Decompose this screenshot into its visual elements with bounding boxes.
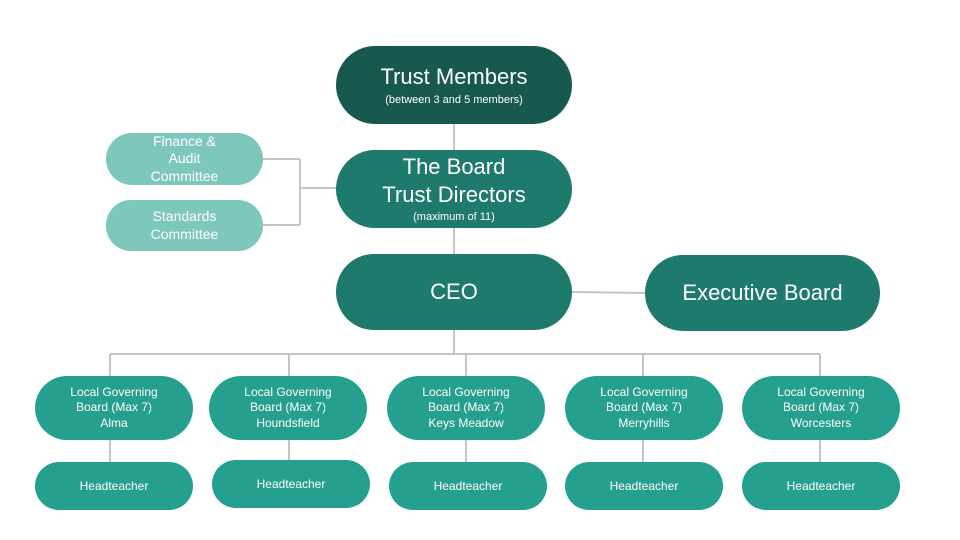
lgb-line2: Board (Max 7) <box>427 400 505 415</box>
lgb-line1: Local Governing <box>600 384 688 399</box>
headteacher-label: Headteacher <box>433 478 503 493</box>
finance-line1: Finance & <box>152 132 217 149</box>
lgb-school-name: Houndsfield <box>256 415 320 430</box>
lgb-line1: Local Governing <box>70 384 158 399</box>
standards-committee-node: Standards Committee <box>106 200 263 251</box>
headteacher-node-houndsfield: Headteacher <box>212 460 370 508</box>
finance-audit-committee-node: Finance & Audit Committee <box>106 133 263 185</box>
headteacher-label: Headteacher <box>786 478 856 493</box>
board-node: The Board Trust Directors (maximum of 11… <box>336 150 572 228</box>
headteacher-node-alma: Headteacher <box>35 462 193 510</box>
standards-line2: Committee <box>150 225 219 242</box>
trust-members-title: Trust Members <box>380 64 528 90</box>
finance-line3: Committee <box>150 167 219 184</box>
headteacher-node-worcesters: Headteacher <box>742 462 900 510</box>
lgb-line2: Board (Max 7) <box>75 400 153 415</box>
lgb-line1: Local Governing <box>422 384 510 399</box>
ceo-node: CEO <box>336 254 572 330</box>
lgb-node-merryhills: Local Governing Board (Max 7) Merryhills <box>565 376 723 440</box>
lgb-node-keys-meadow: Local Governing Board (Max 7) Keys Meado… <box>387 376 545 440</box>
trust-members-subtitle: (between 3 and 5 members) <box>385 93 523 106</box>
headteacher-node-keys-meadow: Headteacher <box>389 462 547 510</box>
lgb-node-worcesters: Local Governing Board (Max 7) Worcesters <box>742 376 900 440</box>
lgb-node-houndsfield: Local Governing Board (Max 7) Houndsfiel… <box>209 376 367 440</box>
board-line2: Trust Directors <box>382 181 526 207</box>
lgb-line1: Local Governing <box>244 384 332 399</box>
lgb-line2: Board (Max 7) <box>249 400 327 415</box>
headteacher-label: Headteacher <box>79 478 149 493</box>
lgb-school-name: Worcesters <box>790 415 852 430</box>
lgb-node-alma: Local Governing Board (Max 7) Alma <box>35 376 193 440</box>
executive-board-node: Executive Board <box>645 255 880 331</box>
lgb-school-name: Keys Meadow <box>428 415 504 430</box>
executive-board-label: Executive Board <box>682 280 843 306</box>
headteacher-label: Headteacher <box>256 476 326 491</box>
board-subtitle: (maximum of 11) <box>413 211 495 224</box>
finance-line2: Audit <box>168 150 201 167</box>
board-line1: The Board <box>402 154 506 180</box>
lgb-line1: Local Governing <box>777 384 865 399</box>
ceo-label: CEO <box>430 279 478 305</box>
lgb-school-name: Merryhills <box>618 415 670 430</box>
trust-members-node: Trust Members (between 3 and 5 members) <box>336 46 572 124</box>
lgb-line2: Board (Max 7) <box>605 400 683 415</box>
standards-line1: Standards <box>152 208 217 224</box>
lgb-line2: Board (Max 7) <box>782 400 860 415</box>
headteacher-node-merryhills: Headteacher <box>565 462 723 510</box>
headteacher-label: Headteacher <box>609 478 679 493</box>
lgb-school-name: Alma <box>100 415 128 430</box>
